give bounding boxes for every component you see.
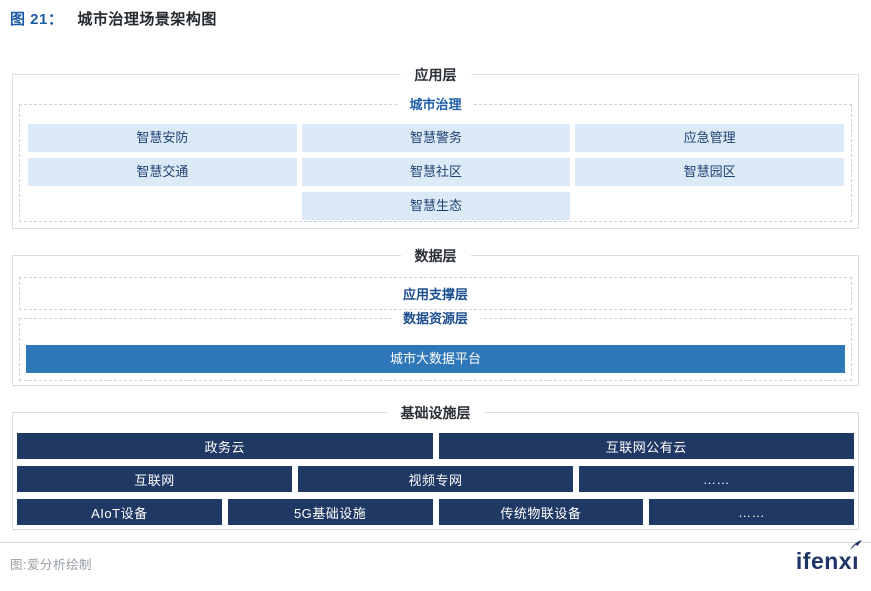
infra-box-video-network: 视频专网 — [298, 466, 573, 492]
city-governance-group-title: 城市治理 — [397, 96, 474, 114]
app-box-smart-security: 智慧安防 — [28, 124, 297, 152]
application-boxes-grid: 智慧安防 智慧警务 应急管理 智慧交通 智慧社区 智慧园区 智慧生态 — [28, 124, 844, 220]
data-layer-title: 数据层 — [400, 247, 471, 265]
app-box-smart-transportation: 智慧交通 — [28, 158, 297, 186]
infra-box-internet-public-cloud: 互联网公有云 — [438, 433, 854, 459]
ifenxi-arrow-icon — [850, 540, 862, 550]
infra-box-network-more: …… — [579, 466, 854, 492]
infra-box-internet: 互联网 — [17, 466, 292, 492]
ifenxi-logo-i: ı — [850, 540, 862, 575]
city-governance-group: 城市治理 智慧安防 智慧警务 应急管理 智慧交通 智慧社区 智慧园区 智慧生态 — [19, 96, 852, 222]
ifenxi-logo-text: ifenx — [795, 548, 853, 574]
infrastructure-rows: 政务云 互联网公有云 互联网 视频专网 …… AIoT设备 5G基础设施 传统物… — [17, 433, 854, 525]
app-box-smart-park: 智慧园区 — [575, 158, 844, 186]
infra-box-traditional-iot-devices: 传统物联设备 — [438, 499, 644, 525]
infrastructure-layer-title: 基础设施层 — [386, 404, 485, 422]
infra-box-5g-infrastructure: 5G基础设施 — [227, 499, 433, 525]
app-box-smart-ecology: 智慧生态 — [301, 192, 571, 220]
infra-box-devices-more: …… — [649, 499, 854, 525]
figure-title: 图 21： 城市治理场景架构图 — [10, 8, 217, 29]
footer-source-note: 图:爱分析绘制 — [10, 558, 92, 572]
data-resource-layer-box: 数据资源层 城市大数据平台 — [19, 310, 852, 381]
application-support-layer-box: 应用支撑层 — [19, 277, 852, 310]
app-box-smart-community: 智慧社区 — [301, 158, 571, 186]
figure-number: 图 21： — [10, 11, 64, 28]
city-big-data-platform-bar: 城市大数据平台 — [26, 345, 845, 373]
infra-row-devices: AIoT设备 5G基础设施 传统物联设备 …… — [17, 499, 854, 525]
infra-box-aiot-devices: AIoT设备 — [17, 499, 222, 525]
infra-row-network: 互联网 视频专网 …… — [17, 466, 854, 492]
infra-row-cloud: 政务云 互联网公有云 — [17, 433, 854, 459]
infrastructure-layer-section: 基础设施层 政务云 互联网公有云 互联网 视频专网 …… AIoT设备 5G基础… — [12, 404, 859, 530]
ifenxi-logo: ifenxı — [795, 540, 862, 575]
infra-box-government-cloud: 政务云 — [17, 433, 433, 459]
app-box-emergency-management: 应急管理 — [575, 124, 844, 152]
footer-divider — [0, 542, 871, 543]
application-support-layer-label: 应用支撑层 — [402, 287, 468, 302]
figure-title-text: 城市治理场景架构图 — [77, 11, 217, 28]
application-layer-section: 应用层 城市治理 智慧安防 智慧警务 应急管理 智慧交通 智慧社区 智慧园区 智… — [12, 66, 859, 229]
application-layer-title: 应用层 — [400, 66, 471, 84]
data-resource-layer-title: 数据资源层 — [390, 310, 481, 328]
data-layer-section: 数据层 应用支撑层 数据资源层 城市大数据平台 — [12, 247, 859, 386]
app-box-smart-policing: 智慧警务 — [301, 124, 571, 152]
